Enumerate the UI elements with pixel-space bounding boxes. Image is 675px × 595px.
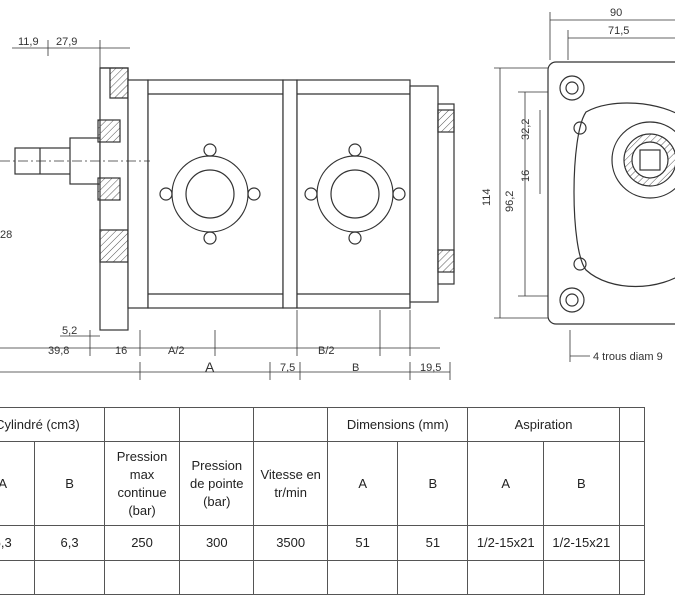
sub-pression-max: Pression max continue (bar): [103, 441, 181, 526]
sub-cyl-b: B: [34, 441, 105, 526]
cell-asp-b: 1/2-15x21: [543, 525, 620, 561]
port-a: [159, 143, 261, 245]
sub-asp-b: B: [543, 441, 620, 526]
cell-pression-pointe: 300: [179, 525, 255, 561]
front-cover: [127, 79, 149, 309]
dim-27-9: 27,9: [56, 36, 77, 48]
spec-table: Cylindré (cm3) Dimensions (mm) Aspiratio…: [0, 407, 646, 595]
dim-39-8: 39,8: [48, 345, 69, 357]
sub-vitesse: Vitesse en tr/min: [253, 441, 329, 526]
header-cylindre: Cylindré (cm3): [0, 407, 105, 442]
dim-a-half: A/2: [168, 345, 185, 357]
cell-dim-b: 51: [397, 525, 469, 561]
dim-11-9: 11,9: [18, 36, 39, 48]
cell-cyl-b: 6,3: [34, 525, 105, 561]
dim-71-5: 71,5: [608, 25, 629, 37]
dim-16-side: 16: [115, 345, 127, 357]
rear-cover: [409, 85, 439, 303]
holes-note: 4 trous diam 9: [593, 351, 663, 363]
sub-dim-b: B: [397, 441, 469, 526]
dim-5-2: 5,2: [62, 325, 77, 337]
header-aspiration: Aspiration: [467, 407, 620, 442]
side-view: [0, 67, 455, 331]
cell-asp-a: 1/2-15x21: [467, 525, 545, 561]
body-section-a: [147, 79, 284, 309]
dim-b: B: [352, 362, 359, 374]
sub-cyl-a: A: [0, 441, 36, 526]
cell-cyl-a: 6,3: [0, 525, 36, 561]
dim-32-2: 32,2: [520, 119, 532, 140]
sub-pression-pointe: Pression de pointe (bar): [179, 441, 255, 526]
port-b: [304, 143, 406, 245]
cell-vitesse: 3500: [253, 525, 329, 561]
gear-pump-technical-drawing: 11,9 27,9 28 5,2 39,8 16 A/2 B/2 A 7,5 B…: [0, 7, 675, 380]
sub-asp-a: A: [467, 441, 545, 526]
dim-96-2: 96,2: [504, 191, 516, 212]
dim-19-5: 19,5: [420, 362, 441, 374]
cell-pression-max: 250: [103, 525, 181, 561]
sub-dim-a: A: [327, 441, 399, 526]
dim-a: A: [205, 359, 215, 375]
dim-28: 28: [0, 229, 12, 241]
dim-90: 90: [610, 7, 622, 19]
dim-16-front: 16: [520, 170, 532, 182]
dim-b-half: B/2: [318, 345, 335, 357]
dim-114: 114: [481, 188, 493, 206]
dim-7-5: 7,5: [280, 362, 295, 374]
body-section-b: [296, 79, 411, 309]
cell-dim-a: 51: [327, 525, 399, 561]
header-dimensions: Dimensions (mm): [327, 407, 469, 442]
front-view: [547, 61, 675, 325]
